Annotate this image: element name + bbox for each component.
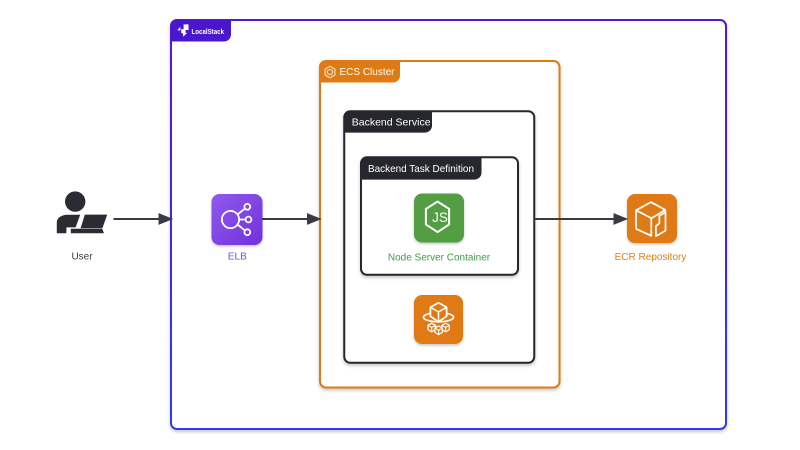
svg-text:Node Server Container: Node Server Container: [388, 252, 491, 263]
svg-text:ECR Repository: ECR Repository: [615, 252, 687, 263]
svg-text:Backend Service: Backend Service: [352, 117, 431, 129]
svg-text:Backend Task Definition: Backend Task Definition: [368, 163, 474, 175]
svg-text:ECS Cluster: ECS Cluster: [340, 67, 396, 78]
svg-text:User: User: [71, 251, 93, 262]
svg-text:LocalStack: LocalStack: [192, 27, 225, 36]
svg-text:JS: JS: [432, 210, 448, 225]
svg-text:ELB: ELB: [228, 252, 247, 263]
